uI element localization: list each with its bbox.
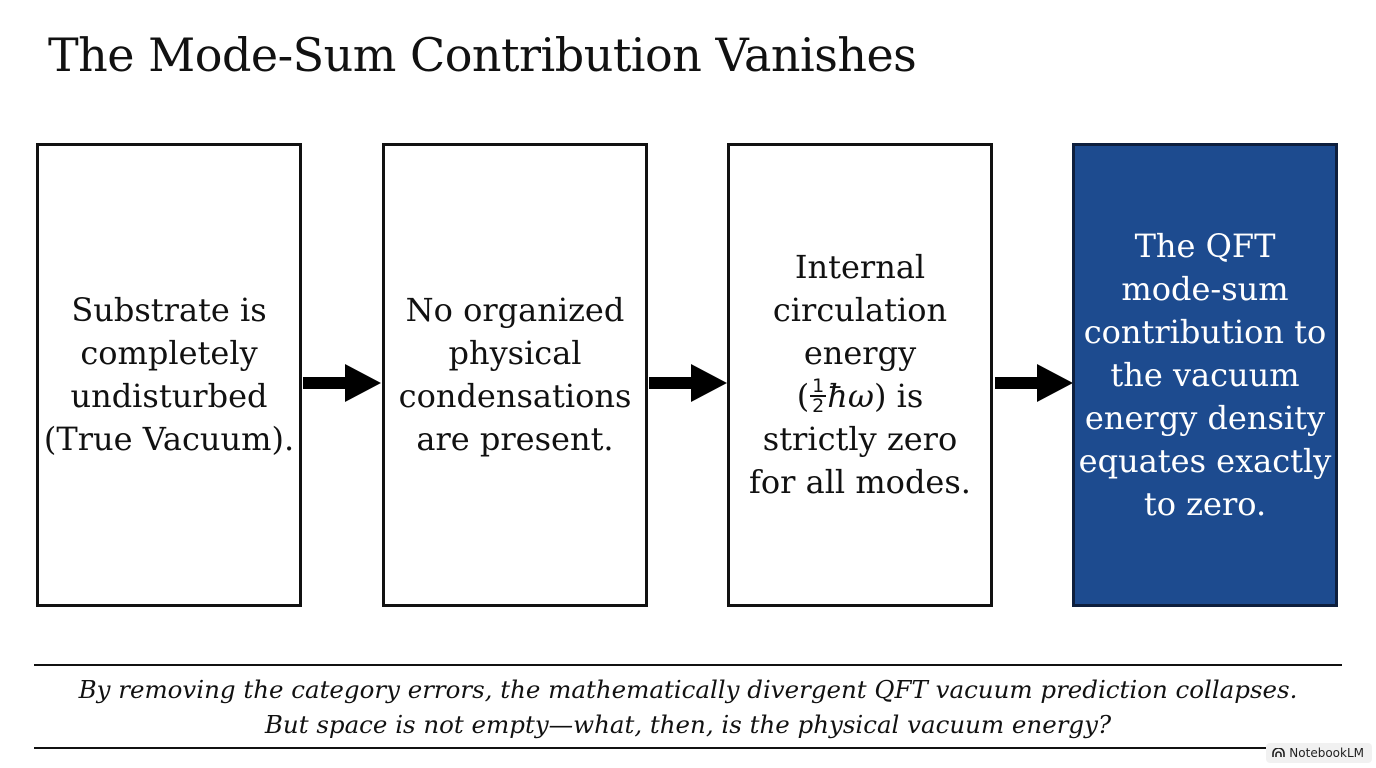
step-3-line: for all modes. xyxy=(749,463,971,501)
formula-open-paren: ( xyxy=(796,377,810,415)
step-1-line: undisturbed xyxy=(70,377,268,415)
conclusion-line: equates exactly xyxy=(1078,441,1332,480)
step-3-line: Internal xyxy=(794,248,926,286)
hbar-omega-symbol: ħω xyxy=(827,377,874,415)
conclusion-line: contribution to xyxy=(1083,312,1327,351)
step-1-line: Substrate is xyxy=(71,291,267,329)
step-box-2: No organized physical condensations are … xyxy=(382,143,648,607)
watermark-label: NotebookLM xyxy=(1289,746,1364,760)
conclusion-line: to zero. xyxy=(1143,484,1267,523)
step-text-2: No organized physical condensations are … xyxy=(395,289,636,461)
notebooklm-logo-icon xyxy=(1272,748,1286,757)
arrow-right-icon xyxy=(303,364,381,402)
fraction-numerator: 1 xyxy=(810,374,827,397)
arrow-right-icon xyxy=(649,364,727,402)
step-3-line: strictly zero xyxy=(762,420,958,458)
slide-title: The Mode-Sum Contribution Vanishes xyxy=(48,28,917,82)
fraction-denominator: 2 xyxy=(812,394,825,417)
arrow-right-icon xyxy=(995,364,1073,402)
step-1-line: (True Vacuum). xyxy=(43,420,295,458)
conclusion-line: the vacuum xyxy=(1110,355,1300,394)
caption-top-divider xyxy=(34,664,1342,666)
caption-line-2: But space is not empty—what, then, is th… xyxy=(264,710,1112,739)
step-2-line: physical xyxy=(448,334,582,372)
step-2-line: condensations xyxy=(398,377,632,415)
conclusion-line: mode-sum xyxy=(1121,269,1289,308)
step-3-line: circulation xyxy=(772,291,948,329)
caption-line-1: By removing the category errors, the mat… xyxy=(78,675,1298,704)
step-2-line: No organized xyxy=(405,291,625,329)
caption-bottom-divider xyxy=(34,747,1342,749)
caption: By removing the category errors, the mat… xyxy=(34,672,1342,742)
conclusion-line: energy density xyxy=(1084,398,1326,437)
conclusion-line: The QFT xyxy=(1134,226,1276,265)
step-box-1: Substrate is completely undisturbed (Tru… xyxy=(36,143,302,607)
conclusion-text: The QFT mode-sum contribution to the vac… xyxy=(1075,225,1336,526)
step-2-line: are present. xyxy=(416,420,614,458)
step-text-1: Substrate is completely undisturbed (Tru… xyxy=(40,289,298,461)
formula-close-text: ) is xyxy=(873,377,924,415)
step-3-line: energy xyxy=(803,334,917,372)
step-1-line: completely xyxy=(80,334,258,372)
notebooklm-watermark: NotebookLM xyxy=(1266,743,1372,763)
conclusion-box: The QFT mode-sum contribution to the vac… xyxy=(1072,143,1338,607)
